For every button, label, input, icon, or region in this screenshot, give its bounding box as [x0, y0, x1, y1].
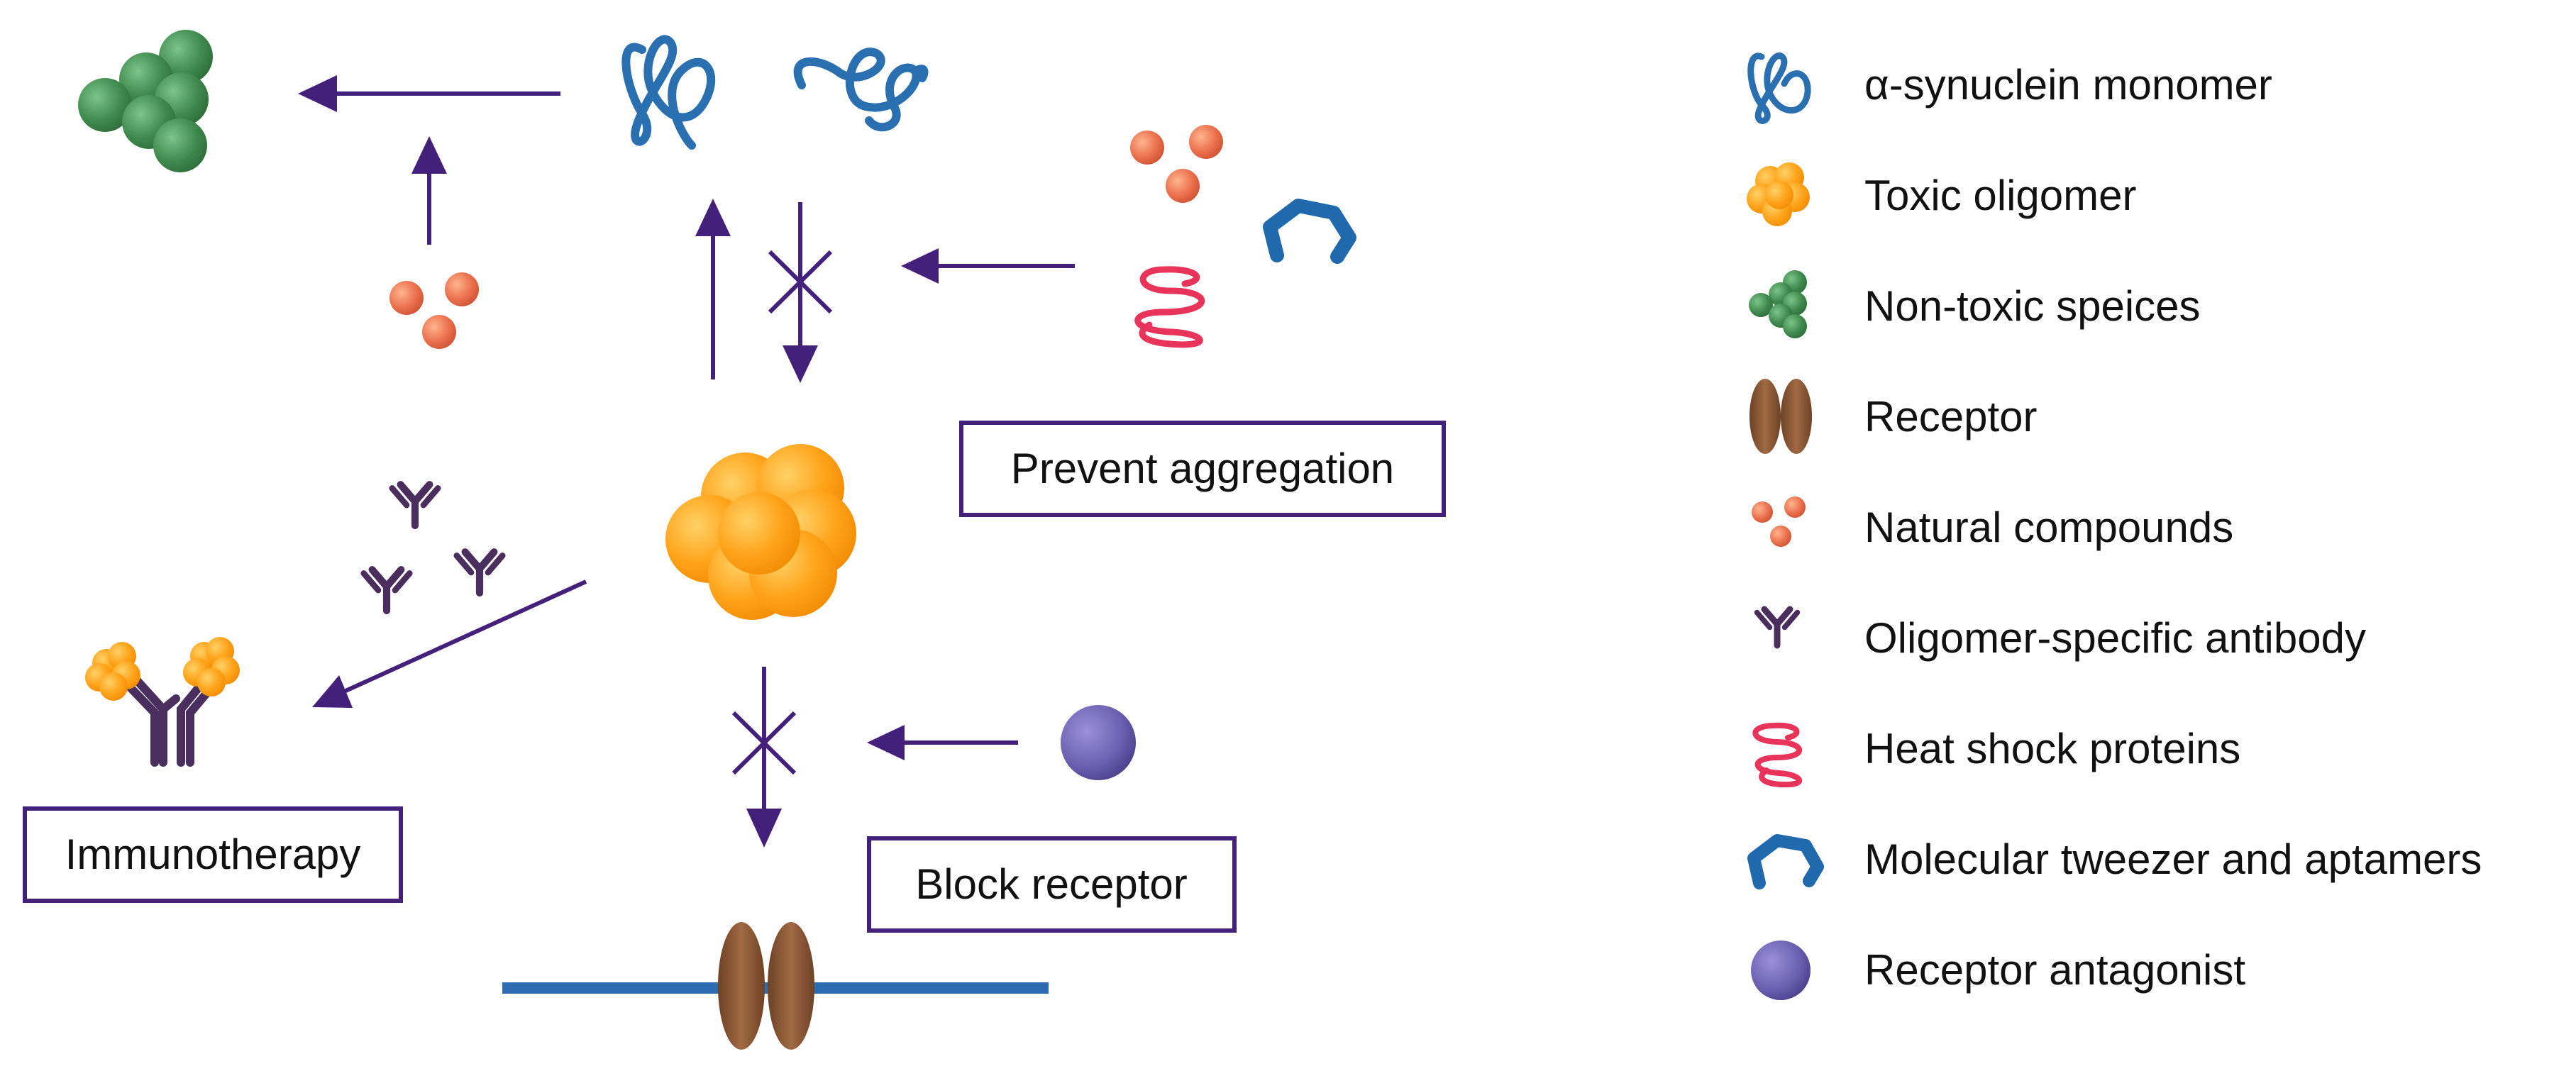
arrow-compounds-up	[411, 136, 447, 245]
immunotherapy-box: Immunotherapy	[23, 806, 403, 903]
natural-compounds-icon	[1752, 496, 1806, 547]
arrow-oligomer-to-antibody-complex	[312, 579, 587, 708]
legend-label-hsp: Heat shock proteins	[1864, 725, 2240, 772]
arrow-inhibitors-left	[901, 248, 1075, 284]
legend: α-synuclein monomer Toxic oligomer Non-t…	[1747, 52, 2482, 1000]
receptor-antagonist-icon	[1751, 940, 1811, 1000]
alpha-synuclein-monomer-2	[793, 48, 929, 132]
non-toxic-species-icon	[1749, 270, 1807, 338]
receptor-antagonist	[1061, 705, 1136, 780]
legend-label-antibody: Oligomer-specific antibody	[1864, 614, 2366, 662]
oligomer-specific-antibody-icon	[1757, 609, 1798, 645]
non-toxic-species-cluster	[78, 30, 213, 172]
legend-label-tweezer: Molecular tweezer and aptamers	[1864, 836, 2482, 883]
antibody-cluster	[364, 484, 503, 611]
receptor-icon	[1749, 379, 1812, 454]
natural-compounds-right	[1130, 125, 1223, 203]
block-receptor-box: Block receptor	[867, 836, 1237, 933]
heat-shock-protein	[1134, 266, 1205, 348]
arrow-antagonist-left	[867, 725, 1018, 760]
membrane-receptor	[502, 922, 1049, 1050]
alpha-synuclein-monomer-1	[621, 35, 716, 150]
legend-label-antagonist: Receptor antagonist	[1864, 946, 2245, 994]
toxic-oligomer-center	[665, 444, 856, 620]
prevent-aggregation-box: Prevent aggregation	[959, 421, 1446, 517]
legend-label-oligomer: Toxic oligomer	[1864, 172, 2136, 219]
legend-label-monomer: α-synuclein monomer	[1864, 61, 2272, 109]
heat-shock-protein-icon	[1752, 722, 1802, 788]
antibody-oligomer-complex	[85, 637, 240, 767]
legend-label-compounds: Natural compounds	[1864, 504, 2233, 551]
natural-compounds-left	[389, 272, 479, 349]
block-receptor-label: Block receptor	[915, 860, 1188, 908]
legend-label-nontoxic: Non-toxic speices	[1864, 282, 2201, 330]
immunotherapy-label: Immunotherapy	[65, 831, 361, 878]
blocked-arrow-oligomer-to-receptor	[731, 667, 797, 848]
blocked-arrow-monomer-to-oligomer	[768, 202, 833, 383]
arrow-oligomer-to-monomer	[695, 199, 731, 379]
toxic-oligomer-icon	[1747, 162, 1810, 226]
arrow-monomer-to-nontoxic	[298, 75, 560, 112]
molecular-tweezer-icon	[1747, 834, 1824, 889]
prevent-aggregation-label: Prevent aggregation	[1011, 445, 1394, 492]
molecular-tweezer	[1263, 199, 1356, 264]
alpha-synuclein-monomer-icon	[1747, 52, 1811, 124]
legend-label-receptor: Receptor	[1864, 393, 2037, 440]
